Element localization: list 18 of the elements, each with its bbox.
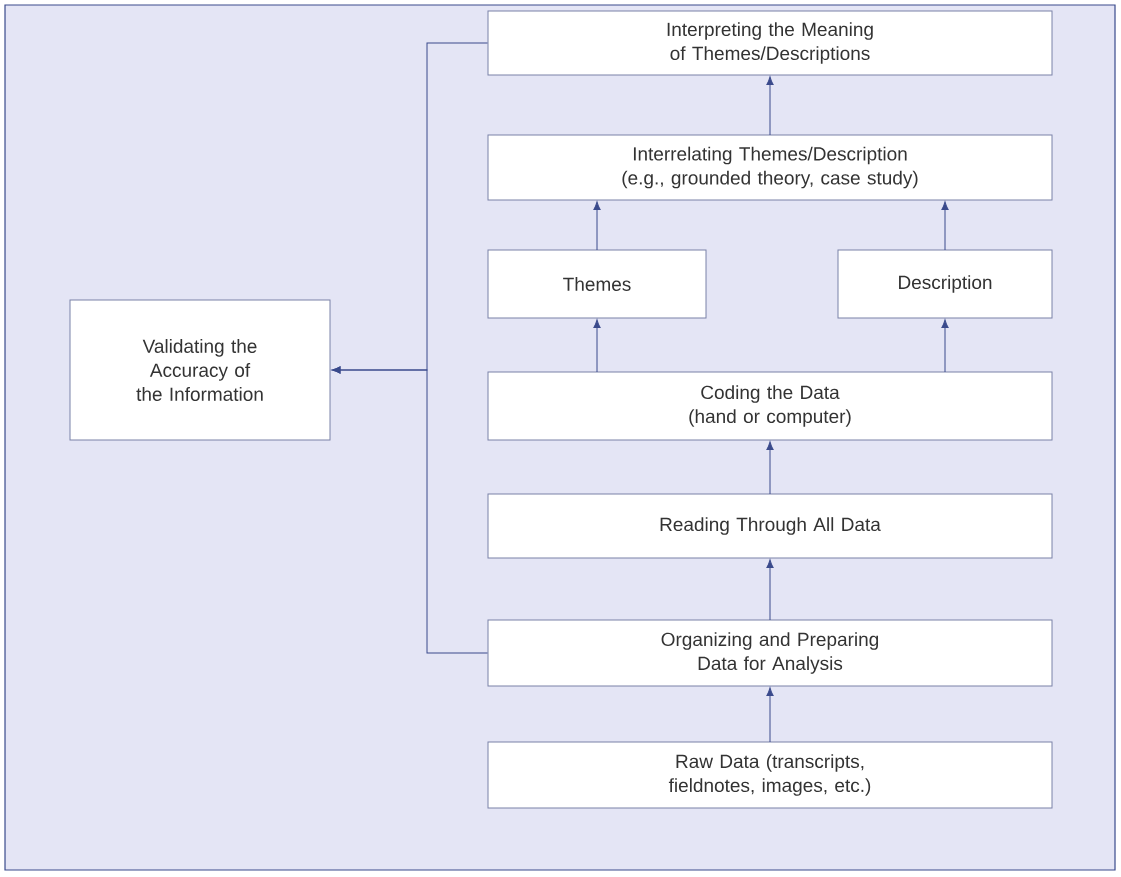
arrow xyxy=(766,441,774,495)
arrow xyxy=(941,201,949,251)
process-box: Reading Through All Data xyxy=(487,493,1053,559)
arrow xyxy=(766,76,774,136)
arrow xyxy=(593,319,601,373)
process-box: Raw Data (transcripts, fieldnotes, images, etc.) xyxy=(487,741,1053,809)
process-box: Coding the Data (hand or computer) xyxy=(487,371,1053,441)
process-box: Description xyxy=(837,249,1053,319)
arrow xyxy=(766,687,774,743)
process-box: Validating the Accuracy of the Information xyxy=(69,299,331,441)
arrow xyxy=(331,366,488,654)
process-box: Organizing and Preparing Data for Analysis xyxy=(487,619,1053,687)
process-box: Interrelating Themes/Description (e.g., grounded theory, case study) xyxy=(487,134,1053,201)
process-box: Themes xyxy=(487,249,707,319)
arrow xyxy=(941,319,949,373)
arrow xyxy=(593,201,601,251)
arrow xyxy=(766,559,774,621)
process-box: Interpreting the Meaning of Themes/Descriptions xyxy=(487,10,1053,76)
